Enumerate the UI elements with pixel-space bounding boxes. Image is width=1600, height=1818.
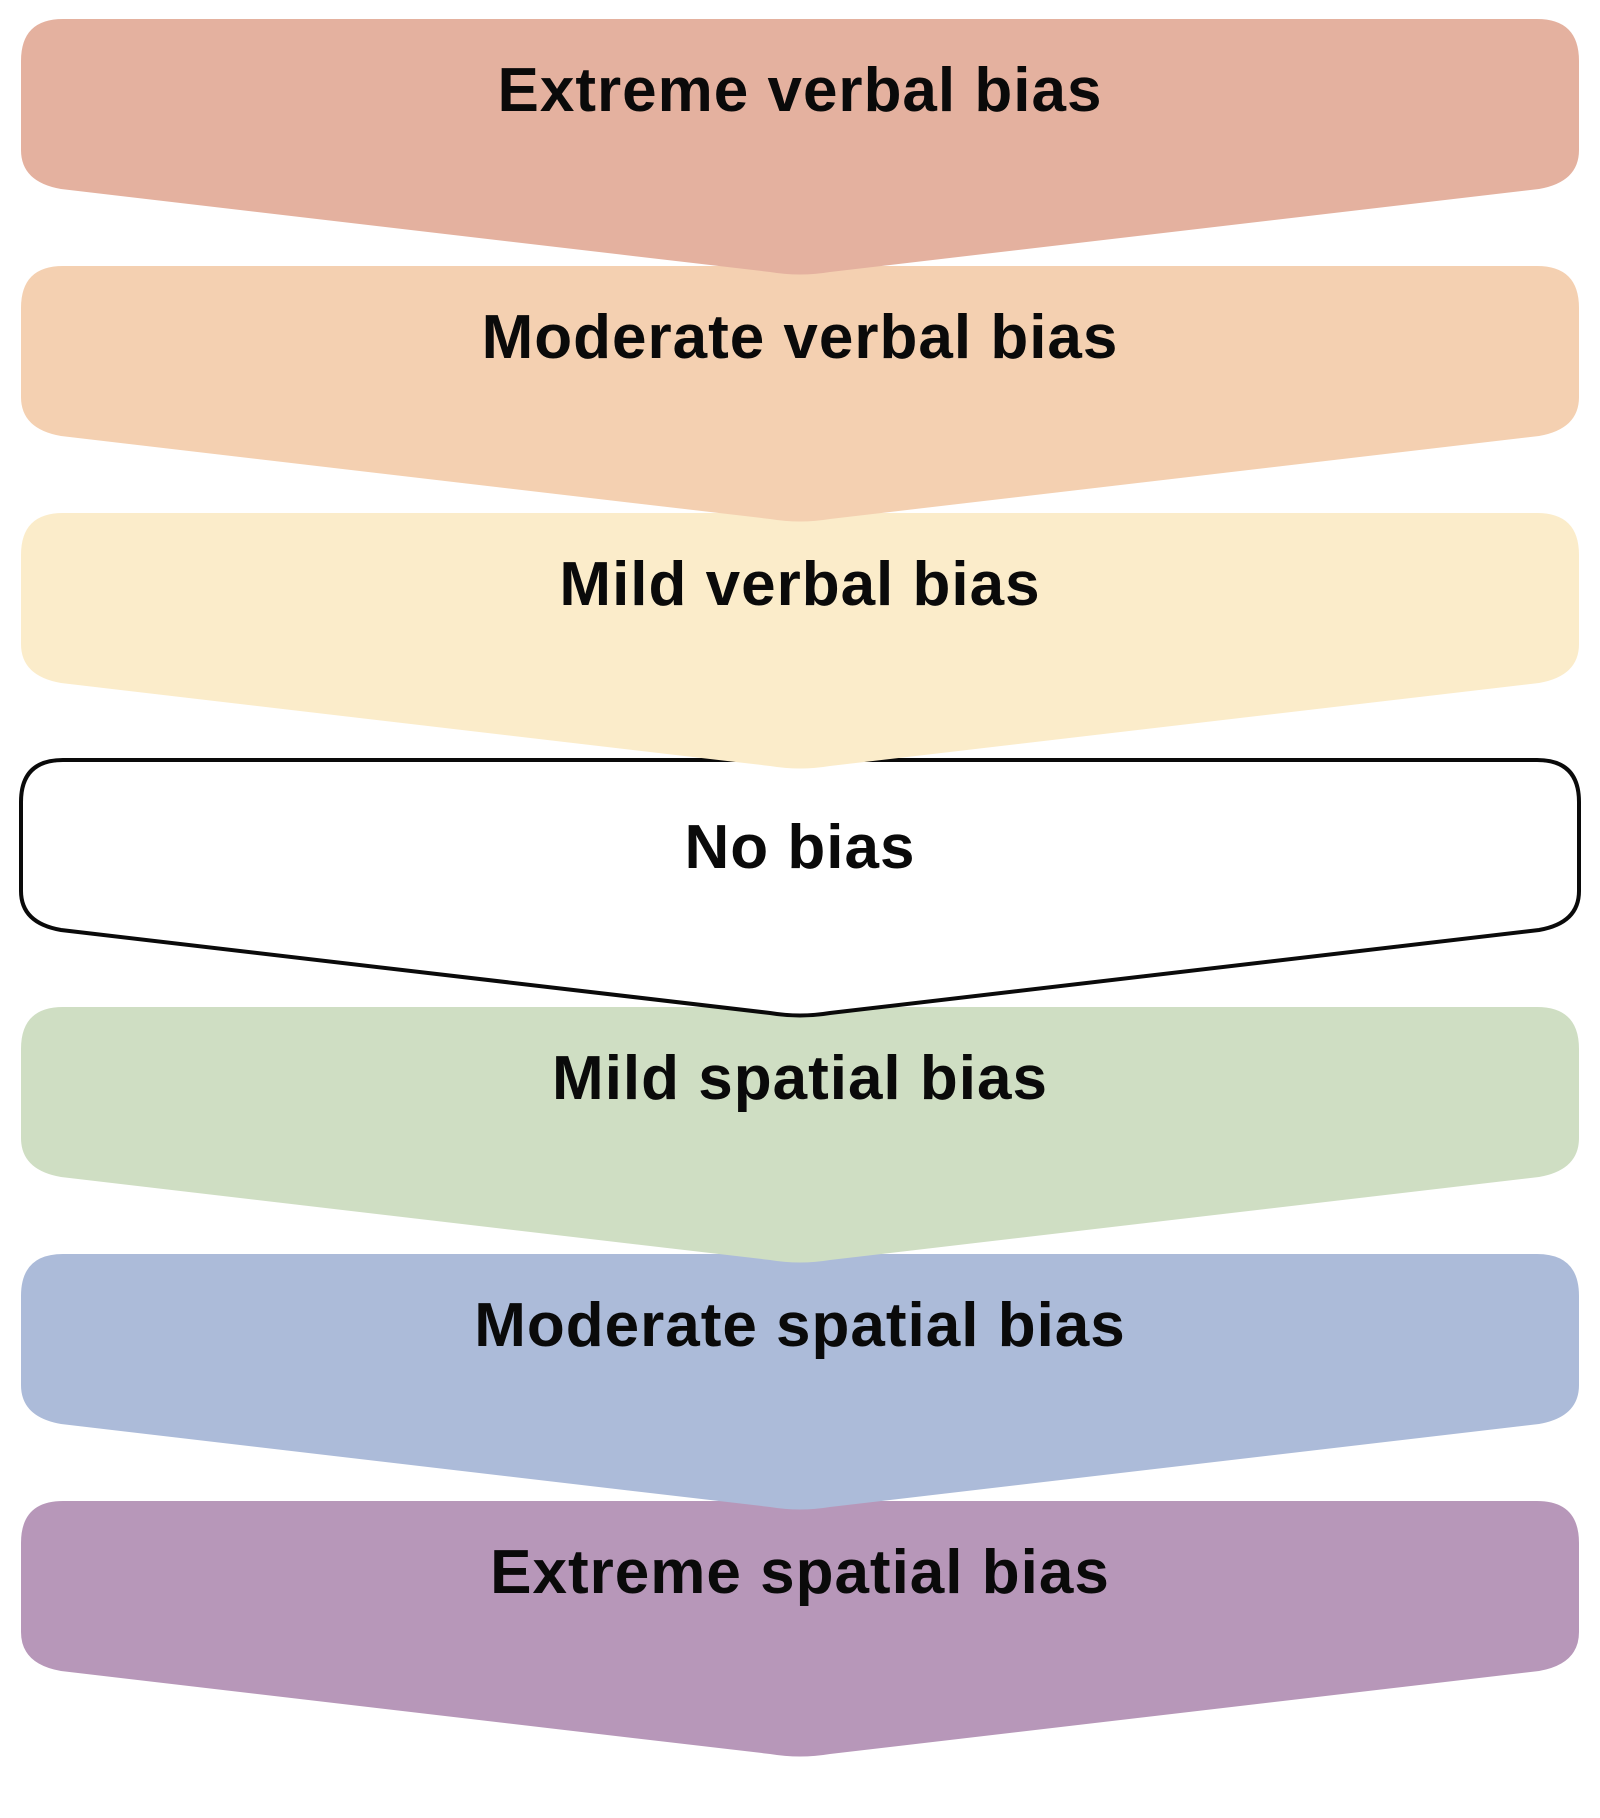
band-shape-moderate-spatial	[21, 1254, 1579, 1510]
band-mild-spatial: Mild spatial bias	[21, 1007, 1579, 1263]
band-label-moderate-spatial: Moderate spatial bias	[474, 1291, 1126, 1360]
band-moderate-spatial: Moderate spatial bias	[21, 1254, 1579, 1510]
band-label-extreme-spatial: Extreme spatial bias	[490, 1538, 1110, 1607]
band-moderate-verbal: Moderate verbal bias	[21, 266, 1579, 522]
band-label-extreme-verbal: Extreme verbal bias	[498, 56, 1103, 125]
band-label-mild-spatial: Mild spatial bias	[552, 1044, 1048, 1113]
band-shape-mild-spatial	[21, 1007, 1579, 1263]
band-extreme-verbal: Extreme verbal bias	[21, 19, 1579, 275]
band-shape-extreme-spatial	[21, 1501, 1579, 1757]
band-no-bias: No bias	[19, 758, 1581, 1018]
band-label-no-bias: No bias	[685, 813, 916, 882]
band-label-mild-verbal: Mild verbal bias	[559, 550, 1040, 619]
band-label-moderate-verbal: Moderate verbal bias	[482, 303, 1119, 372]
band-extreme-spatial: Extreme spatial bias	[21, 1501, 1579, 1757]
band-shape-moderate-verbal	[21, 266, 1579, 522]
band-shape-mild-verbal	[21, 513, 1579, 769]
band-shape-no-bias	[19, 758, 1581, 1018]
band-mild-verbal: Mild verbal bias	[21, 513, 1579, 769]
band-shape-extreme-verbal	[21, 19, 1579, 275]
